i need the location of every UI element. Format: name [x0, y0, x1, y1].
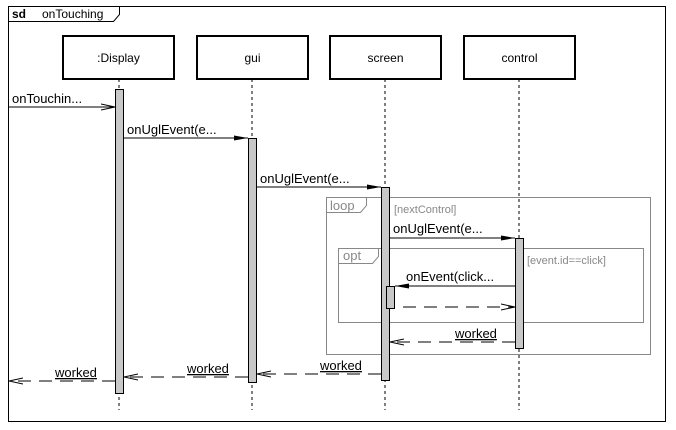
activation-screen	[381, 187, 390, 381]
message-label: worked	[54, 365, 97, 380]
activation-control	[515, 238, 524, 349]
fragment-guard: [nextControl]	[394, 204, 456, 216]
message-onUglEvent-2: onUglEvent(e...	[257, 171, 381, 190]
fragment-frame	[338, 248, 644, 323]
message-onUglEvent-1: onUglEvent(e...	[124, 122, 248, 141]
fragment-operator: loop	[330, 198, 355, 213]
message-return-screen: worked	[257, 358, 381, 374]
message-return-control: worked	[390, 326, 515, 342]
frame-kind: sd	[12, 7, 26, 21]
activation-display	[115, 89, 124, 394]
activation-gui	[248, 138, 257, 383]
message-label: onUglEvent(e...	[127, 122, 217, 137]
message-onEvent: onEvent(click...	[395, 269, 515, 289]
frame-title-tab	[8, 6, 120, 22]
lifeline-head	[463, 35, 576, 80]
lifeline-label: screen	[367, 51, 403, 65]
lifeline-head	[62, 35, 175, 80]
message-return-gui: worked	[124, 361, 248, 377]
lifeline-label: :Display	[97, 51, 140, 65]
frame-title: onTouching	[42, 7, 103, 21]
lifeline-head	[196, 35, 309, 80]
message-onUglEvent-3: onUglEvent(e...	[390, 221, 515, 241]
fragment-frame	[326, 197, 651, 355]
lifeline-head	[329, 35, 442, 80]
message-label: onEvent(click...	[406, 269, 494, 284]
message-onTouching: onTouchin...	[9, 91, 115, 107]
lifeline-label: control	[501, 51, 537, 65]
message-label: worked	[186, 361, 229, 376]
loop-fragment: loop [nextControl]	[326, 197, 651, 355]
message-label: onUglEvent(e...	[393, 221, 483, 236]
message-return-display: worked	[9, 365, 115, 381]
message-label: worked	[319, 358, 362, 373]
fragment-tab	[326, 197, 367, 213]
lifeline-control: control	[463, 35, 576, 410]
message-label: onUglEvent(e...	[260, 171, 350, 186]
fragment-operator: opt	[343, 248, 361, 263]
activation-screen-nested	[386, 286, 395, 309]
message-label: worked	[454, 326, 497, 341]
fragment-tab	[338, 248, 379, 264]
opt-fragment: opt [event.id==click]	[338, 248, 644, 323]
fragment-guard: [event.id==click]	[527, 255, 606, 267]
message-label: onTouchin...	[12, 91, 82, 106]
lifeline-screen: screen	[329, 35, 442, 410]
lifeline-label: gui	[244, 51, 260, 65]
lifeline-gui: gui	[196, 35, 309, 410]
